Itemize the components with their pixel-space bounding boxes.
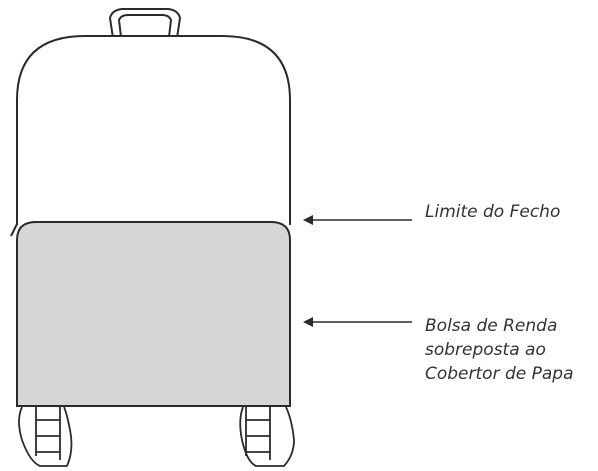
side-tab — [10, 223, 18, 237]
right-wheel — [239, 406, 295, 467]
lace-pocket-panel — [16, 221, 291, 407]
zip-limit-label: Limite do Fecho — [425, 202, 561, 222]
zip-limit-arrow — [303, 215, 412, 225]
lace-pocket-arrow — [303, 317, 412, 327]
lace-pocket-label-line-1: Bolsa de Renda — [425, 316, 558, 336]
lace-pocket-label-line-2: sobreposta ao — [425, 340, 546, 360]
left-wheel — [18, 406, 73, 467]
lace-pocket-label: Bolsa de Renda sobreposta ao Cobertor de… — [425, 314, 574, 386]
cover-body-outline — [16, 35, 291, 225]
top-handle — [109, 8, 181, 39]
lace-pocket-label-line-3: Cobertor de Papa — [425, 364, 574, 384]
